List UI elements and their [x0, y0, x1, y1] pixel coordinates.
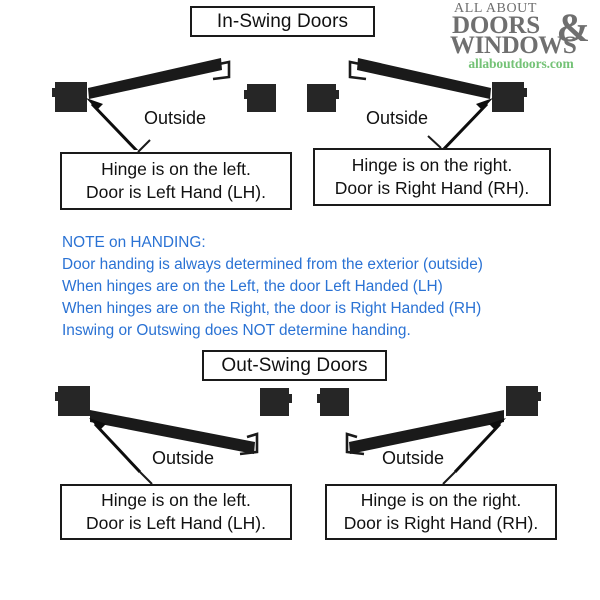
inswing-right-door-assembly — [307, 58, 527, 150]
outswing-door-graphics — [55, 386, 541, 474]
caption-outswing-left-line2: Door is Left Hand (LH). — [86, 513, 266, 533]
strike-jamb-nub-right — [335, 90, 339, 99]
door-handle-icon-outswing-right — [345, 432, 365, 456]
note-line-4: Inswing or Outswing does NOT determine h… — [62, 321, 411, 339]
outside-label-inswing-right: Outside — [366, 108, 429, 128]
door-panel-inswing-left — [88, 58, 222, 99]
logo-line-all-about: ALL ABOUT — [454, 1, 538, 16]
caption-outswing-right-line1: Hinge is on the right. — [360, 489, 522, 510]
inswing-title-box: In-Swing Doors — [190, 6, 375, 37]
logo-line-windows: WINDOWS — [450, 32, 577, 59]
hinge-jamb-nub-right-outswing — [537, 392, 541, 401]
strike-jamb-nub-left — [244, 90, 248, 99]
caption-outswing-left-line1: Hinge is on the left. — [101, 489, 251, 510]
door-panel-outswing-left — [90, 410, 255, 454]
logo-ampersand: & — [556, 5, 590, 50]
handing-note-block: NOTE on HANDING: Door handing is always … — [62, 232, 532, 341]
hinge-pointer-arrow-inswing-left — [86, 98, 139, 150]
hinge-jamb-block-right-outswing — [506, 386, 538, 416]
strike-jamb-block-right — [307, 84, 336, 112]
caption-outswing-right-line2: Door is Right Hand (RH). — [343, 513, 539, 533]
hinge-pointer-arrow-inswing-right — [440, 98, 493, 150]
caption-box-outswing-right: Hinge is on the right. Door is Right Han… — [325, 484, 557, 540]
note-line-1: Door handing is always determined from t… — [62, 255, 483, 273]
logo-website-url: allaboutdoors.com — [468, 56, 574, 71]
strike-jamb-nub-right-outswing — [317, 394, 321, 403]
caption-inswing-left-line1: Hinge is on the left. — [101, 158, 251, 179]
outside-label-inswing-left: Outside — [144, 108, 207, 128]
strike-jamb-nub-left-outswing — [288, 394, 292, 403]
caption-inswing-right-line1: Hinge is on the right. — [351, 154, 513, 175]
hinge-pointer-arrow-outswing-left — [89, 418, 142, 474]
hinge-jamb-block-left-outswing — [58, 386, 90, 416]
note-line-3: When hinges are on the Right, the door i… — [62, 299, 482, 317]
outswing-left-door-assembly — [55, 386, 292, 474]
outside-label-outswing-left: Outside — [152, 448, 215, 468]
outside-label-outswing-right: Outside — [382, 448, 445, 468]
door-panel-inswing-right — [357, 58, 491, 99]
hinge-jamb-block-left — [55, 82, 87, 112]
caption-inswing-right-line2: Door is Right Hand (RH). — [334, 178, 530, 198]
hinge-jamb-nub-left — [52, 88, 56, 97]
note-heading: NOTE on HANDING: — [62, 234, 206, 251]
hinge-pointer-arrow-outswing-right — [453, 418, 506, 474]
outswing-title-box: Out-Swing Doors — [202, 350, 387, 381]
outswing-right-door-assembly — [317, 386, 541, 474]
note-line-2: When hinges are on the Left, the door Le… — [62, 277, 443, 295]
outswing-title-label: Out-Swing Doors — [221, 354, 368, 376]
hinge-jamb-nub-right — [523, 88, 527, 97]
brand-logo: & ALL ABOUT DOORS WINDOWS allaboutdoors.… — [448, 2, 594, 71]
hinge-jamb-block-right — [492, 82, 524, 112]
inswing-title-label: In-Swing Doors — [216, 10, 349, 32]
inswing-door-graphics — [52, 58, 527, 150]
door-handle-icon-outswing-left — [239, 432, 259, 456]
logo-line-doors: DOORS — [452, 12, 540, 39]
caption-box-outswing-left: Hinge is on the left. Door is Left Hand … — [60, 484, 292, 540]
door-handle-icon-inswing-right — [348, 60, 367, 81]
inswing-left-door-assembly — [52, 58, 276, 150]
door-handle-icon-inswing-left — [212, 60, 231, 81]
door-panel-outswing-right — [349, 410, 504, 454]
strike-jamb-block-left — [247, 84, 276, 112]
caption-box-inswing-left: Hinge is on the left. Door is Left Hand … — [60, 152, 292, 210]
caption-inswing-left-line2: Door is Left Hand (LH). — [86, 182, 266, 202]
strike-jamb-block-left-outswing — [260, 388, 289, 416]
strike-jamb-block-right-outswing — [320, 388, 349, 416]
caption-box-inswing-right: Hinge is on the right. Door is Right Han… — [313, 148, 551, 206]
hinge-jamb-nub-left-outswing — [55, 392, 59, 401]
